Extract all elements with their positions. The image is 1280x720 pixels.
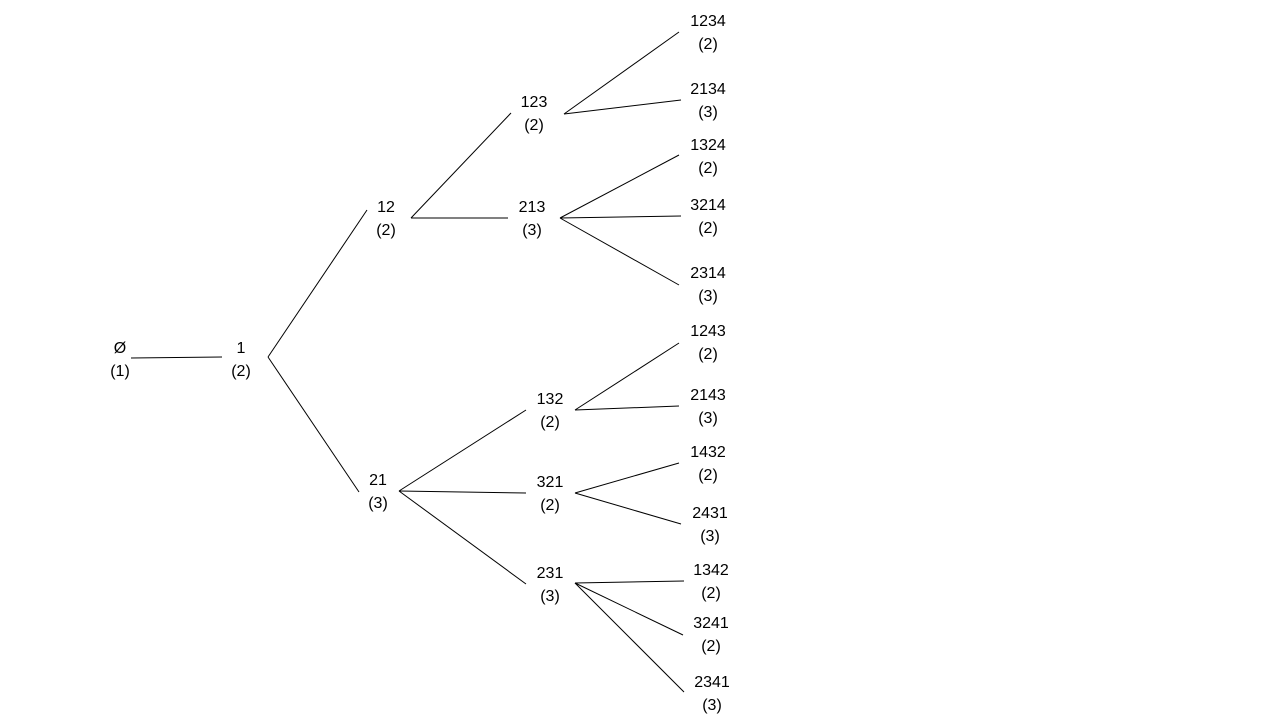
node-label: Ø: [114, 340, 126, 357]
node-count: (3): [540, 588, 560, 605]
node-label: 1234: [690, 13, 726, 30]
tree-node-231: 231(3): [537, 565, 564, 605]
node-label: 1: [237, 340, 246, 357]
tree-node-213: 213(3): [519, 199, 546, 239]
node-count: (2): [698, 467, 718, 484]
edge-21-231: [398, 490, 527, 585]
node-label: 2314: [690, 265, 726, 282]
node-label: 123: [521, 94, 548, 111]
node-label: 2134: [690, 81, 726, 98]
node-label: 132: [537, 391, 564, 408]
node-count: (3): [702, 697, 722, 714]
tree-node-2314: 2314 (3): [690, 265, 726, 305]
tree-node-3214: 3214 (2): [690, 197, 726, 237]
tree-node-132: 132(2): [537, 391, 564, 431]
node-count: (2): [540, 414, 560, 431]
node-count: (2): [698, 36, 718, 53]
edge-321-1432: [574, 462, 680, 494]
edge-12-123: [410, 112, 512, 219]
node-count: (3): [522, 222, 542, 239]
tree-node-2143: 2143 (3): [690, 387, 726, 427]
edge-21-321: [398, 490, 527, 494]
node-count: (2): [698, 160, 718, 177]
node-label: 1324: [690, 137, 726, 154]
node-count: (2): [701, 638, 721, 655]
tree-node-1234: 1234 (2): [690, 13, 726, 53]
tree-node-1: 1(2): [231, 340, 251, 380]
node-label: 1342: [693, 562, 729, 579]
node-label: 321: [537, 474, 564, 491]
node-count: (3): [698, 104, 718, 121]
node-label: 21: [369, 472, 387, 489]
node-count: (2): [540, 497, 560, 514]
tree-node-2341: 2341 (3): [694, 674, 730, 714]
tree-node-21: 21(3): [368, 472, 388, 512]
tree-node-empty: Ø (1): [110, 340, 130, 380]
tree-node-1324: 1324 (2): [690, 137, 726, 177]
edge-213-3214: [559, 215, 682, 219]
edge-231-2341: [574, 582, 685, 693]
tree-edges: [130, 31, 685, 693]
node-count: (2): [376, 222, 396, 239]
node-label: 1243: [690, 323, 726, 340]
edge-21-132: [398, 409, 527, 492]
edge-213-1324: [559, 154, 680, 219]
node-label: 3241: [693, 615, 729, 632]
edge-321-2431: [574, 492, 682, 525]
tree-node-2431: 2431 (3): [692, 505, 728, 545]
node-count: (3): [700, 528, 720, 545]
node-label: 12: [377, 199, 395, 216]
edge-123-1234: [563, 31, 680, 115]
node-label: 2143: [690, 387, 726, 404]
node-label: 3214: [690, 197, 726, 214]
edge-123-2134: [563, 99, 682, 115]
node-count: (2): [698, 346, 718, 363]
tree-node-1432: 1432 (2): [690, 444, 726, 484]
tree-node-1243: 1243 (2): [690, 323, 726, 363]
node-label: 1432: [690, 444, 726, 461]
node-count: (3): [368, 495, 388, 512]
tree-node-123: 123(2): [521, 94, 548, 134]
node-count: (2): [701, 585, 721, 602]
edge-1-21: [267, 356, 360, 493]
node-label: 2431: [692, 505, 728, 522]
tree-node-3241: 3241 (2): [693, 615, 729, 655]
node-label: 2341: [694, 674, 730, 691]
edge-empty-1: [130, 356, 223, 359]
tree-node-1342: 1342 (2): [693, 562, 729, 602]
edge-132-1243: [574, 342, 680, 411]
edge-132-2143: [574, 405, 680, 411]
edge-213-2314: [559, 217, 680, 286]
tree-node-12: 12(2): [376, 199, 396, 239]
node-label: 213: [519, 199, 546, 216]
edge-231-3241: [574, 582, 684, 636]
node-count: (3): [698, 410, 718, 427]
node-count: (3): [698, 288, 718, 305]
node-count: (2): [524, 117, 544, 134]
tree-nodes: Ø(1)1(2)12(2)21(3)123(2)213(3)132(2)321(…: [110, 13, 730, 714]
node-count: (2): [698, 220, 718, 237]
node-count: (1): [110, 363, 130, 380]
tree-node-2134: 2134 (3): [690, 81, 726, 121]
tree-node-321: 321(2): [537, 474, 564, 514]
node-count: (2): [231, 363, 251, 380]
node-label: 231: [537, 565, 564, 582]
edge-1-12: [267, 209, 368, 358]
edge-231-1342: [574, 580, 685, 584]
